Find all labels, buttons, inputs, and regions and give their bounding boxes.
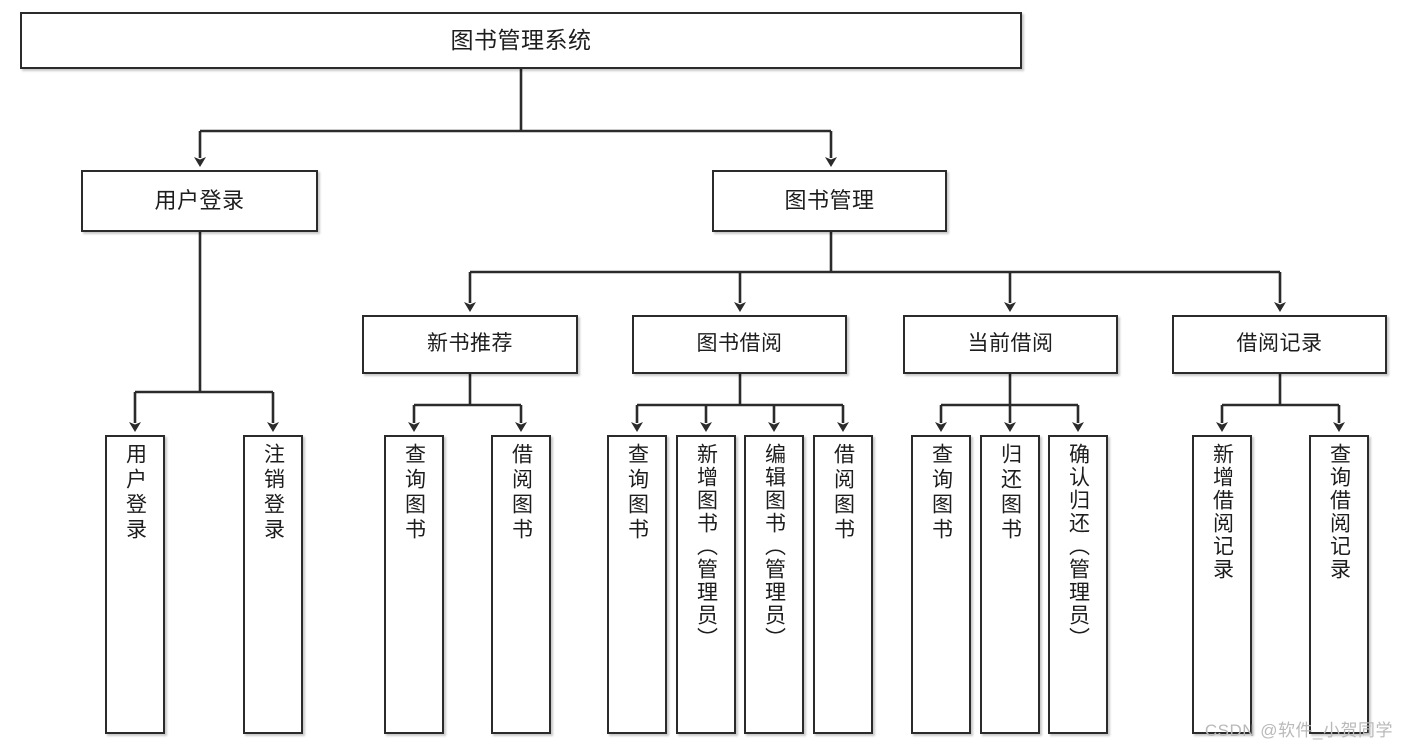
node-label: 查询图书 (625, 443, 649, 543)
leaf-borrow-query-book[interactable]: 查询图书 (607, 435, 667, 734)
leaf-recommend-query-book[interactable]: 查询图书 (384, 435, 444, 734)
node-current-borrow[interactable]: 当前借阅 (903, 315, 1118, 374)
node-label: 查询图书 (402, 443, 426, 543)
leaf-record-add-borrow-record[interactable]: 新增借阅记录 (1192, 435, 1252, 734)
csdn-watermark: CSDN @软件_小贺同学 (1204, 721, 1393, 740)
node-label: 图书管理 (784, 188, 875, 214)
node-label: 用户登录 (154, 188, 245, 214)
node-label: 借阅记录 (1236, 332, 1323, 356)
node-new-book-recommend[interactable]: 新书推荐 (362, 315, 578, 374)
leaf-borrow-borrow-book[interactable]: 借阅图书 (813, 435, 873, 734)
leaf-recommend-borrow-book[interactable]: 借阅图书 (491, 435, 551, 734)
node-root-system[interactable]: 图书管理系统 (20, 12, 1022, 69)
node-label: 查询借阅记录 (1327, 443, 1351, 581)
node-label: 归还图书 (998, 443, 1022, 543)
leaf-record-query-borrow-record[interactable]: 查询借阅记录 (1309, 435, 1369, 734)
node-label: 新书推荐 (427, 332, 513, 356)
leaf-current-confirm-return-admin[interactable]: 确认归还（管理员） (1048, 435, 1108, 734)
node-book-management[interactable]: 图书管理 (712, 170, 947, 232)
node-book-borrow[interactable]: 图书借阅 (632, 315, 847, 374)
node-borrow-record[interactable]: 借阅记录 (1172, 315, 1387, 374)
leaf-borrow-edit-book-admin[interactable]: 编辑图书（管理员） (744, 435, 804, 734)
node-label: 图书借阅 (696, 332, 783, 356)
node-label: 查询图书 (929, 443, 953, 543)
node-label: 图书管理系统 (450, 26, 592, 53)
node-label: 用户登录 (123, 443, 147, 543)
node-label: 新增图书（管理员） (694, 443, 718, 650)
leaf-logout[interactable]: 注销登录 (243, 435, 303, 734)
leaf-user-login[interactable]: 用户登录 (105, 435, 165, 734)
node-label: 确认归还（管理员） (1066, 443, 1090, 650)
node-label: 借阅图书 (831, 443, 855, 543)
leaf-borrow-add-book-admin[interactable]: 新增图书（管理员） (676, 435, 736, 734)
node-label: 注销登录 (261, 443, 285, 543)
leaf-current-return-book[interactable]: 归还图书 (980, 435, 1040, 734)
node-label: 借阅图书 (509, 443, 533, 543)
node-label: 新增借阅记录 (1210, 443, 1234, 581)
node-user-login[interactable]: 用户登录 (81, 170, 318, 232)
leaf-current-query-book[interactable]: 查询图书 (911, 435, 971, 734)
node-label: 编辑图书（管理员） (762, 443, 786, 650)
node-label: 当前借阅 (967, 332, 1054, 356)
